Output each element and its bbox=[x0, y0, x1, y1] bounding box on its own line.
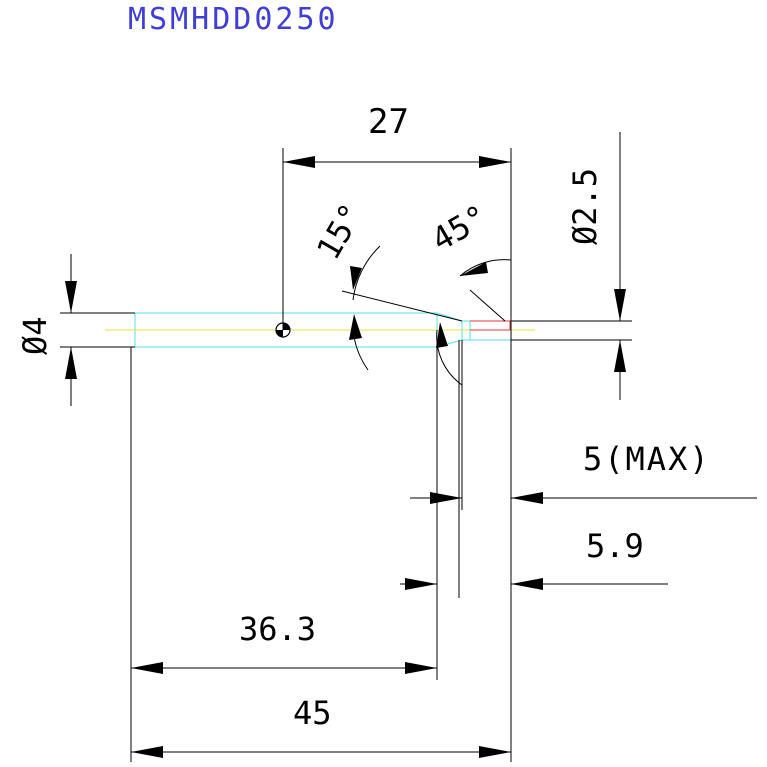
label-dia-4: Ø4 bbox=[16, 316, 54, 355]
dimension-27 bbox=[282, 148, 512, 345]
dimension-36-3 bbox=[130, 347, 437, 762]
label-36-3: 36.3 bbox=[239, 610, 316, 648]
label-angle-45: 45° bbox=[425, 197, 494, 259]
angle-45-annotation bbox=[436, 259, 512, 386]
part-number-title: MSMHDD0250 bbox=[128, 2, 339, 37]
label-5-max: 5(MAX) bbox=[583, 440, 711, 478]
dimension-5-9 bbox=[400, 340, 668, 680]
label-5-9: 5.9 bbox=[586, 527, 644, 565]
label-angle-15: 15° bbox=[309, 197, 371, 266]
dimension-45 bbox=[131, 345, 512, 762]
dimension-dia-2-5 bbox=[511, 132, 632, 400]
label-27: 27 bbox=[368, 102, 409, 142]
dimension-5-max bbox=[410, 340, 757, 510]
dimension-dia-4 bbox=[60, 254, 135, 406]
tool-tip bbox=[470, 320, 511, 331]
label-45: 45 bbox=[293, 694, 332, 732]
label-dia-2-5: Ø2.5 bbox=[566, 168, 604, 245]
angle-15-annotation bbox=[341, 245, 463, 371]
